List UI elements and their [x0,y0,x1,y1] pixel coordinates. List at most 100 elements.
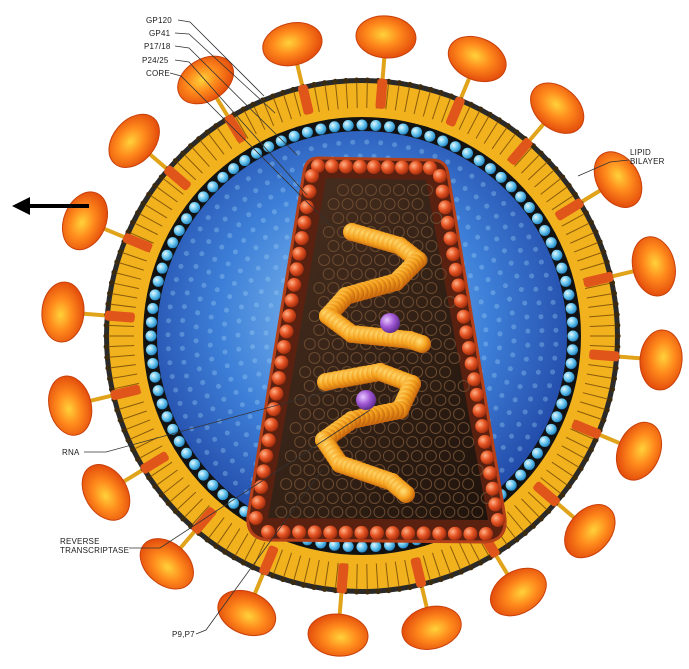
lipid-head [152,484,157,489]
matrix-bead [506,181,517,192]
interior-dot [236,347,241,352]
interior-dot [253,245,258,250]
interior-dot [552,314,557,319]
capsid-bead [441,216,455,230]
interior-dot [225,363,230,368]
interior-dot [238,268,243,273]
interior-dot [510,212,515,217]
interior-dot [482,313,487,318]
interior-dot [451,178,456,183]
matrix-bead [198,191,209,202]
interior-dot [256,372,261,377]
interior-dot [205,425,210,430]
matrix-bead [566,358,577,369]
interior-dot [195,310,200,315]
interior-dot [525,343,530,348]
label-reverse: REVERSE [60,537,100,546]
capsid-bead [448,527,462,541]
interior-dot [491,290,496,295]
matrix-bead [153,385,164,396]
lipid-head [135,457,140,462]
lipid-head [546,509,551,514]
label-p17-18: P17/18 [144,42,171,51]
lipid-head [589,220,594,225]
interior-dot [239,361,244,366]
matrix-bead [198,470,209,481]
interior-dot [309,146,314,151]
lipid-head [135,210,140,215]
interior-dot [233,249,238,254]
interior-dot [265,317,270,322]
interior-dot [283,255,288,260]
label-core: CORE [146,69,170,78]
interior-dot [261,218,266,223]
interior-dot [487,386,492,391]
interior-dot [252,358,257,363]
interior-dot [228,377,233,382]
capsid-bead [483,466,497,480]
lipid-head [121,428,126,433]
lipid-head [439,577,444,582]
lipid-head [487,112,492,117]
lipid-head [567,183,572,188]
lipid-head [439,90,444,95]
interior-dot [274,290,279,295]
lipid-head [354,589,359,594]
capsid-bead [277,525,291,539]
matrix-bead [302,127,313,138]
interior-dot [481,182,486,187]
lipid-head [188,143,193,148]
interior-dot [492,373,497,378]
lipid-head [613,301,618,306]
matrix-bead [515,470,526,481]
interior-dot [284,235,289,240]
lipid-head [130,447,135,452]
lipid-head [615,312,620,317]
lipid-head [109,280,114,285]
interior-dot [497,317,502,322]
lipid-head [459,569,464,574]
interior-dot [216,384,221,389]
interior-dot [212,257,217,262]
interior-dot [521,371,526,376]
interior-dot [250,330,255,335]
lipid-head [478,560,483,565]
lipid-head [584,210,589,215]
capsid-bead [417,526,431,540]
interior-dot [463,242,468,247]
matrix-bead [563,372,574,383]
interior-dot [222,350,227,355]
interior-dot [509,434,514,439]
interior-dot [378,140,383,145]
interior-dot [463,186,468,191]
lipid-head [104,323,109,328]
matrix-bead [556,398,567,409]
interior-dot [223,217,228,222]
interior-dot [525,435,530,440]
lipid-head [604,259,609,264]
lipid-head [114,407,119,412]
interior-dot [212,437,217,442]
interior-dot [511,236,516,241]
interior-dot [228,409,233,414]
lipid-head [180,150,185,155]
interior-dot [497,345,502,350]
interior-dot [198,227,203,232]
interior-dot [233,481,238,486]
capsid-bead [290,262,304,276]
interior-dot [198,296,203,301]
interior-dot [522,301,527,306]
lipid-head [514,537,519,542]
capsid-bead [287,278,301,292]
lipid-head [615,323,620,328]
lipid-head [104,355,109,360]
lipid-head [270,573,275,578]
interior-dot [253,188,258,193]
interior-dot [419,149,424,154]
interior-dot [497,331,502,336]
lipid-tail [367,564,368,590]
interior-dot [524,315,529,320]
capsid-bead [277,340,291,354]
lipid-head [105,365,110,370]
lipid-head [241,107,246,112]
